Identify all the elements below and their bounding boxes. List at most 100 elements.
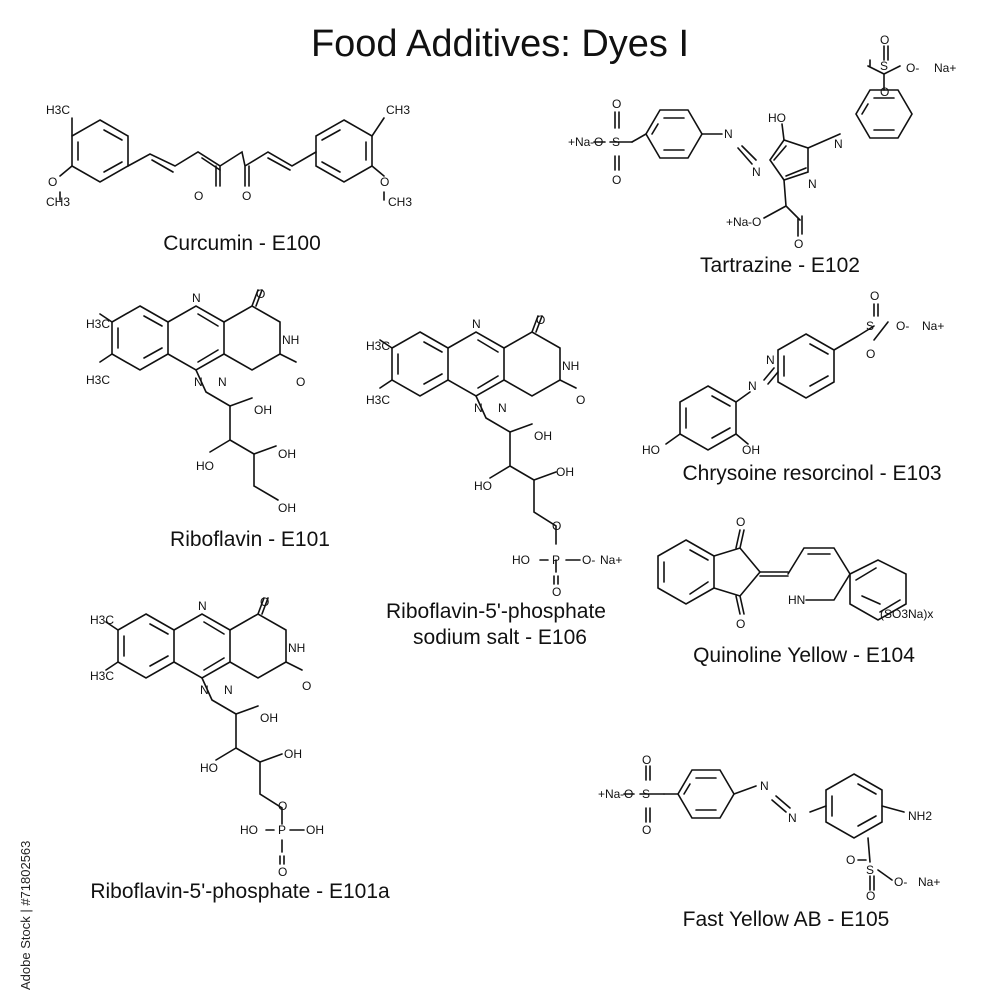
atom-label: O (536, 313, 545, 327)
atom-label: HO (474, 479, 492, 493)
caption-tartrazine: Tartrazine - E102 (700, 254, 860, 277)
caption-fast-yellow: Fast Yellow AB - E105 (683, 908, 890, 931)
atom-label: H3C (46, 103, 70, 117)
caption-riboflavin-phosphate: Riboflavin-5'-phosphate - E101a (90, 880, 390, 903)
atom-label: -O (620, 787, 633, 801)
molecule-riboflavin: H3C H3C N N N O NH O OH HO OH OH Ribofla… (86, 287, 330, 551)
atom-label: OH (284, 747, 302, 761)
atom-label: O (278, 865, 287, 879)
atom-label: O- (894, 875, 907, 889)
atom-label: N (808, 177, 817, 191)
atom-label: N (194, 375, 203, 389)
molecule-quinoline-yellow: O O HN (SO3Na)x Quinoline Yellow - E104 (657, 515, 933, 667)
atom-label: OH (534, 429, 552, 443)
atom-label: N (724, 127, 733, 141)
atom-label: N (752, 165, 761, 179)
atom-label: O (642, 823, 651, 837)
atom-label: OH (306, 823, 324, 837)
molecule-chrysoine: N N S O O O- Na+ HO OH Chrysoine resorci… (642, 289, 944, 485)
atom-label: N (748, 379, 757, 393)
atom-label: HO (512, 553, 530, 567)
atom-label: S (880, 59, 888, 73)
atom-label: O (576, 393, 585, 407)
atom-label: +Na (598, 787, 621, 801)
atom-label: Na+ (918, 875, 940, 889)
atom-label: Na+ (922, 319, 944, 333)
atom-label: OH (742, 443, 760, 457)
atom-label: N (788, 811, 797, 825)
atom-label: CH3 (46, 195, 70, 209)
atom-label: O (642, 753, 651, 767)
atom-label: Na+ (934, 61, 956, 75)
atom-label: O (612, 173, 621, 187)
stock-watermark: Adobe Stock | #71802563 (18, 841, 33, 990)
atom-label: -O (590, 135, 603, 149)
atom-label: +Na (568, 135, 591, 149)
atom-label: O (260, 595, 269, 609)
atom-label: O- (906, 61, 919, 75)
atom-label: HO (240, 823, 258, 837)
atom-label: S (612, 135, 620, 149)
caption-riboflavin-phosphate-sodium-2: sodium salt - E106 (413, 626, 587, 649)
atom-label: H3C (366, 393, 390, 407)
atom-label: O (870, 289, 879, 303)
atom-label: NH (562, 359, 579, 373)
atom-label: O (880, 85, 889, 99)
atom-label: O (794, 237, 803, 251)
atom-label: H3C (86, 317, 110, 331)
atom-label: O (612, 97, 621, 111)
atom-label: O (866, 889, 875, 903)
atom-label: OH (278, 501, 296, 515)
atom-label: H3C (366, 339, 390, 353)
atom-label: O- (582, 553, 595, 567)
atom-label: OH (254, 403, 272, 417)
atom-label: NH (288, 641, 305, 655)
atom-label: S (866, 863, 874, 877)
molecule-tartrazine: +Na -O S O O N N HO N N O -O +Na S O O O… (568, 33, 956, 277)
atom-label: OH (556, 465, 574, 479)
atom-label: N (760, 779, 769, 793)
atom-label: N (200, 683, 209, 697)
atom-label: Na+ (600, 553, 622, 567)
caption-quinoline-yellow: Quinoline Yellow - E104 (693, 644, 915, 667)
atom-label: HO (642, 443, 660, 457)
atom-label: P (278, 823, 286, 837)
atom-label: OH (278, 447, 296, 461)
atom-label: O (380, 175, 389, 189)
atom-label: O (242, 189, 251, 203)
caption-riboflavin-phosphate-sodium-1: Riboflavin-5'-phosphate (386, 600, 606, 623)
atom-label: O (194, 189, 203, 203)
atom-label: N (766, 353, 775, 367)
atom-label: O (552, 585, 561, 599)
caption-chrysoine: Chrysoine resorcinol - E103 (682, 462, 941, 485)
atom-label: O (866, 347, 875, 361)
atom-label: N (474, 401, 483, 415)
atom-label: HO (200, 761, 218, 775)
atom-label: NH2 (908, 809, 932, 823)
atom-label: N (198, 599, 207, 613)
atom-label: S (866, 319, 874, 333)
atom-label: CH3 (388, 195, 412, 209)
atom-label: O (302, 679, 311, 693)
molecule-riboflavin-phosphate-sodium: H3C H3C N N N O NH O OH HO OH O HO P O- … (366, 313, 622, 649)
atom-label: O (880, 33, 889, 47)
atom-label: CH3 (386, 103, 410, 117)
atom-label: N (192, 291, 201, 305)
atom-label: N (472, 317, 481, 331)
atom-label: O (256, 287, 265, 301)
atom-label: HO (196, 459, 214, 473)
atom-label: O (736, 617, 745, 631)
atom-label: (SO3Na)x (880, 607, 933, 621)
atom-label: O (278, 799, 287, 813)
molecule-fast-yellow: +Na -O S O O N N NH2 S O O O- Na+ Fast Y… (598, 753, 940, 931)
caption-riboflavin: Riboflavin - E101 (170, 528, 330, 551)
atom-label: -O (748, 215, 761, 229)
atom-label: NH (282, 333, 299, 347)
atom-label: H3C (90, 613, 114, 627)
molecule-curcumin: H3C O CH3 O O CH3 O CH3 Curcumin - E100 (46, 103, 412, 255)
atom-label: N (834, 137, 843, 151)
atom-label: O (736, 515, 745, 529)
atom-label: S (642, 787, 650, 801)
atom-label: O (48, 175, 57, 189)
